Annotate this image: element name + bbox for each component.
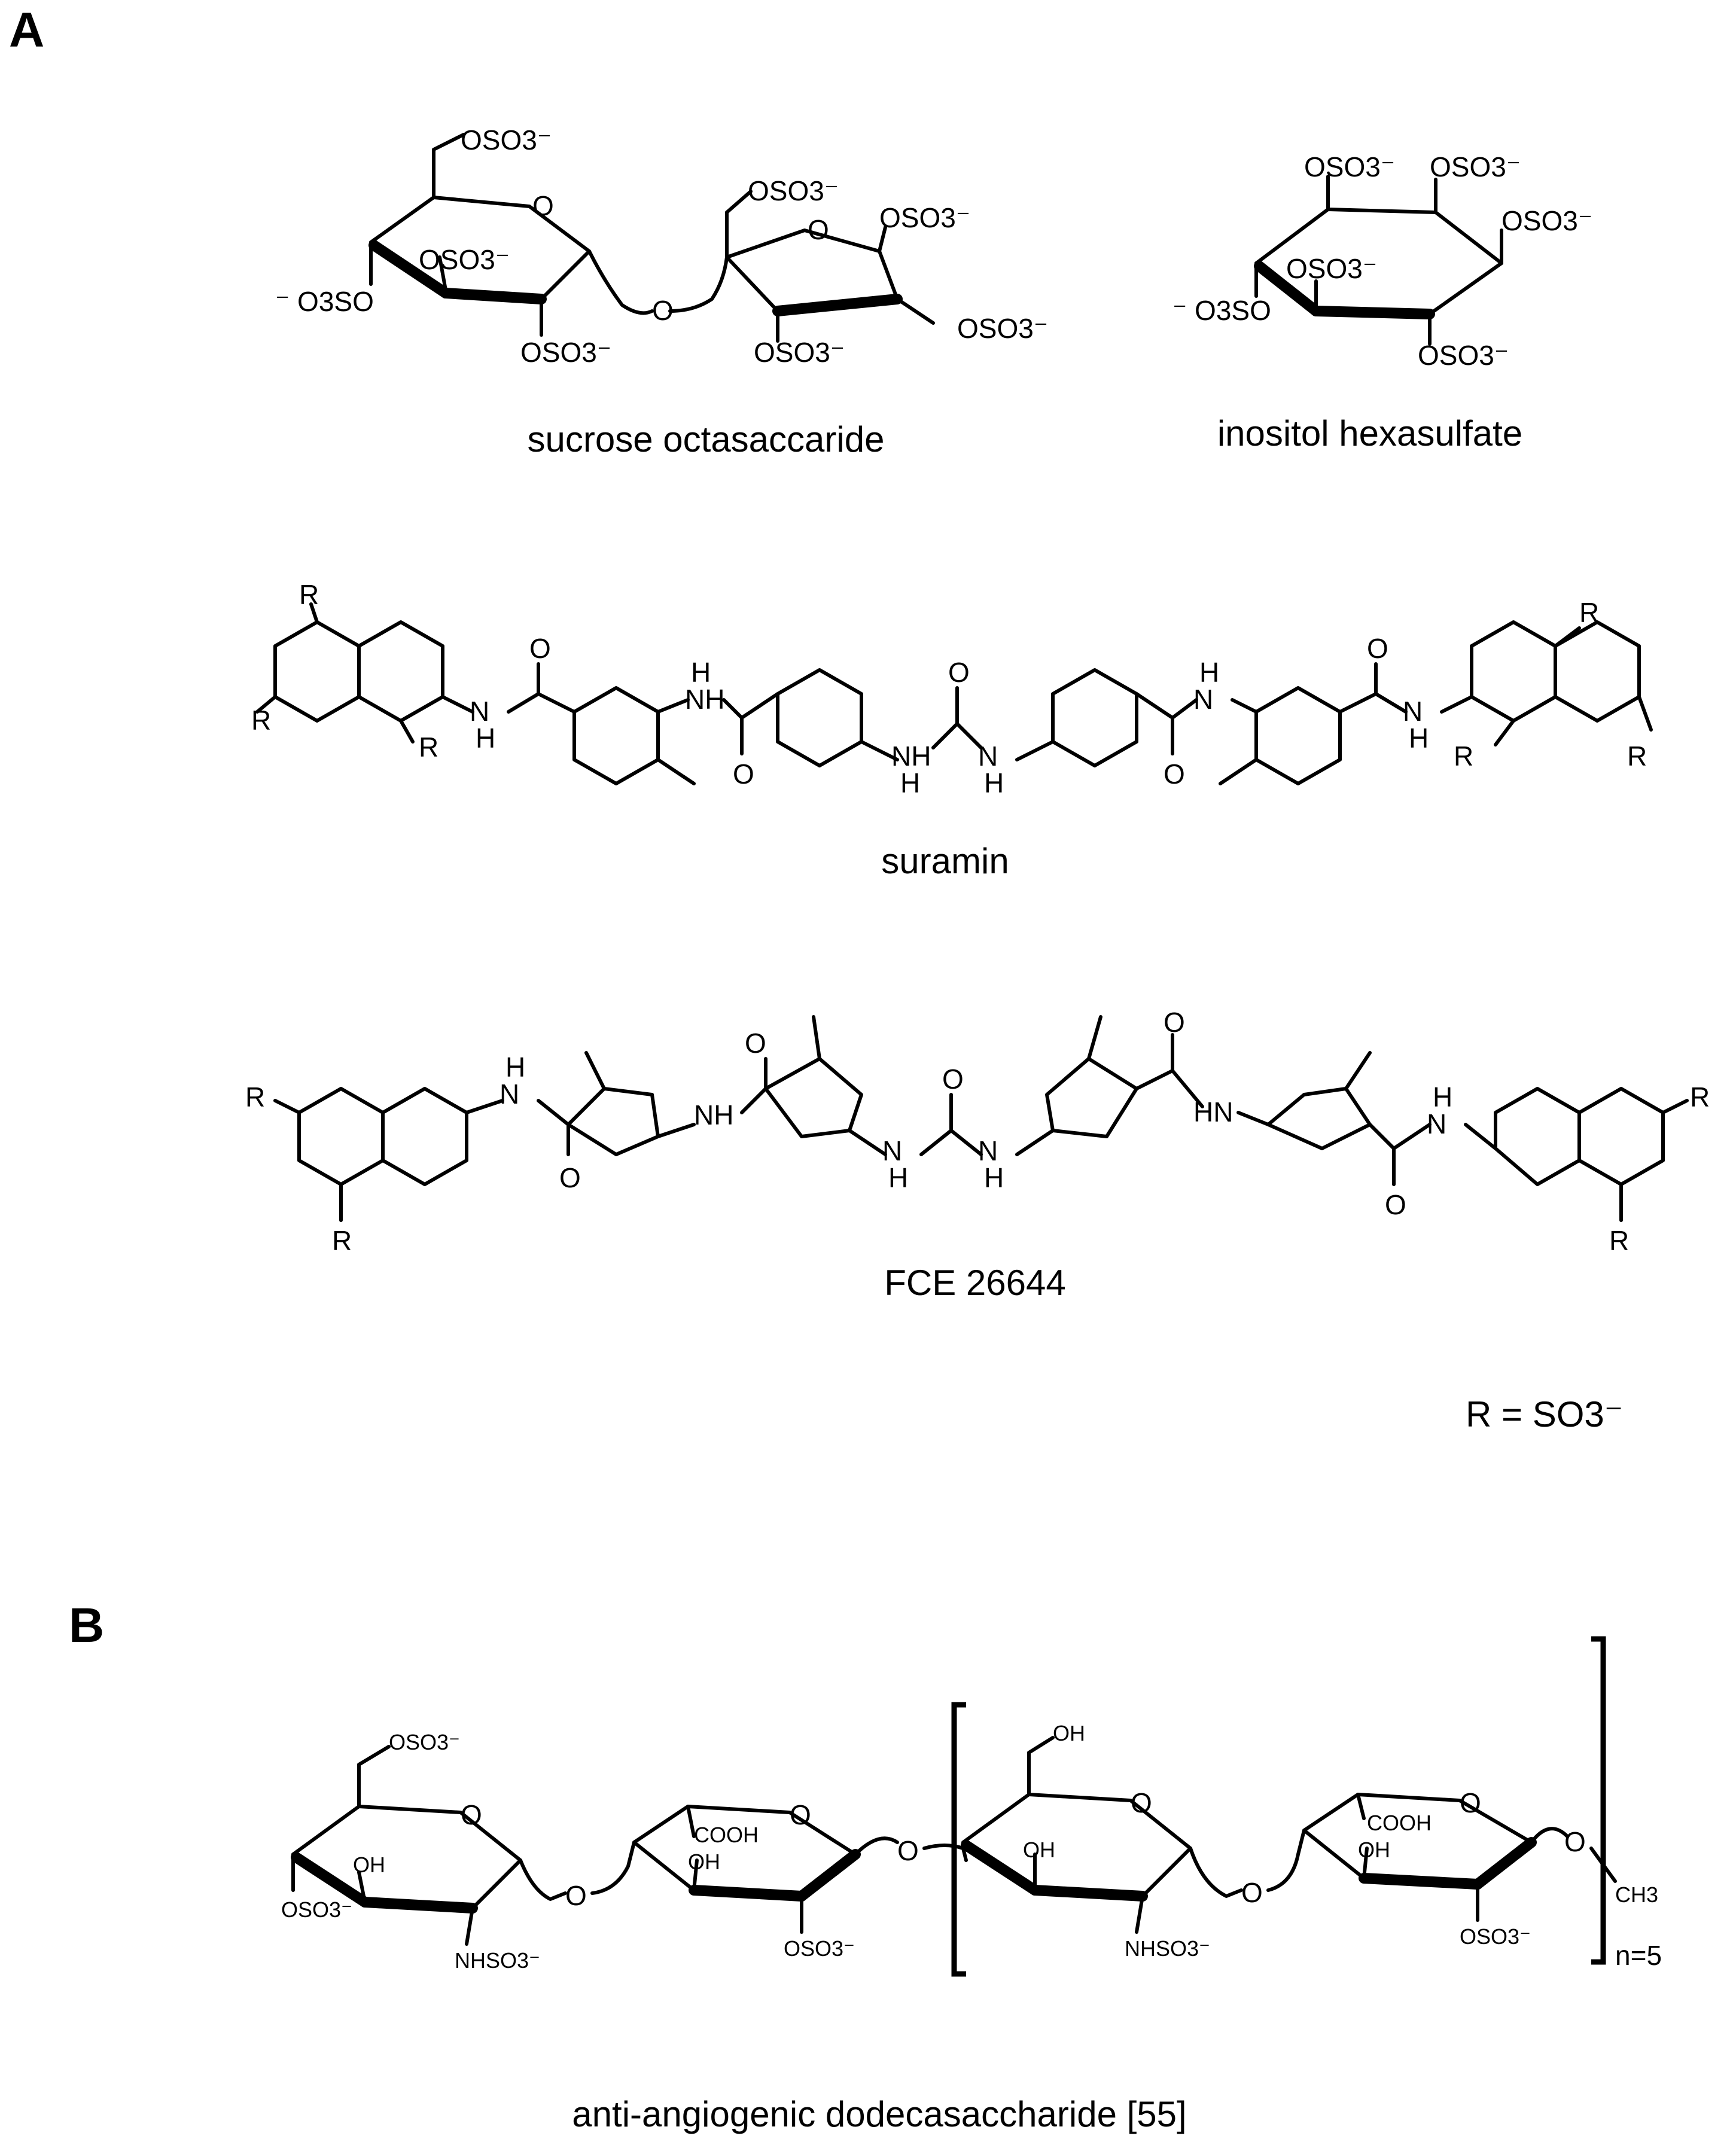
b-nhso3-2: NHSO3⁻ [1125, 1936, 1210, 1961]
sucrose-octasaccaride-structure: O O O OSO3⁻ ⁻ O3SO OSO3⁻ OSO3⁻ OSO3⁻ OSO… [275, 124, 1048, 368]
suramin-o-4: O [1367, 633, 1388, 664]
suramin-nh-4: N [978, 741, 998, 772]
b-ch3: CH3 [1615, 1882, 1658, 1907]
fce-o-1: O [559, 1162, 581, 1193]
suramin-r-1: R [299, 579, 319, 610]
suramin-nh-5: N [1193, 684, 1213, 715]
sucrose-oso3-3prime: OSO3⁻ [754, 337, 845, 368]
fce-r-1: R [245, 1081, 265, 1113]
suramin-r-6: R [1627, 741, 1647, 772]
suramin-r-5: R [1454, 741, 1473, 772]
b-oso3-2: OSO3⁻ [281, 1897, 352, 1922]
suramin-h-3: H [900, 767, 920, 799]
fce-o-4: O [1385, 1189, 1406, 1220]
b-oh-3: OH [1053, 1721, 1085, 1745]
inositol-oso3-d: OSO3⁻ [1286, 253, 1377, 284]
fce-r-3: R [1690, 1081, 1710, 1113]
glucose-ring-oxygen: O [532, 190, 554, 221]
sucrose-oso3-6prime: OSO3⁻ [748, 175, 839, 206]
fce-h-3: H [888, 1162, 908, 1193]
suramin-nh-3: NH [891, 741, 931, 772]
sucrose-octasaccaride-caption: sucrose octasaccaride [528, 419, 885, 459]
fce-r-4: R [1609, 1225, 1629, 1256]
suramin-o-3: O [1164, 758, 1185, 790]
b-link-o-4: O [1564, 1826, 1586, 1857]
sucrose-oso3-1prime: OSO3⁻ [879, 202, 970, 233]
glycosidic-oxygen: O [652, 295, 674, 326]
fce-nh-3: N [882, 1135, 902, 1166]
fce-nh-2: NH [694, 1099, 733, 1131]
fructose-ring-oxygen: O [808, 214, 829, 245]
suramin-nh-6: N [1403, 696, 1423, 727]
b-oso3-3: OSO3⁻ [784, 1936, 855, 1961]
suramin-h-5: H [1199, 657, 1219, 688]
suramin-o-1: O [529, 633, 551, 664]
b-link-o-3: O [1241, 1877, 1263, 1908]
b-oh-2: OH [688, 1850, 720, 1874]
panel-label-a: A [9, 3, 44, 57]
inositol-oso3-a: OSO3⁻ [1304, 151, 1395, 182]
suramin-h-2: H [691, 657, 711, 688]
suramin-structure [255, 602, 1653, 785]
fce-r-2: R [332, 1225, 352, 1256]
r-definition: R = SO3⁻ [1466, 1394, 1623, 1434]
inositol-hexasulfate-structure [1254, 175, 1503, 346]
b-ring-o-1: O [461, 1799, 482, 1830]
b-cooh-2: COOH [1367, 1811, 1432, 1835]
b-ring-o-3: O [1131, 1787, 1152, 1818]
fce-h-1: H [505, 1052, 525, 1083]
suramin-h-4: H [984, 767, 1004, 799]
inositol-oso3-e: ⁻ O3SO [1172, 295, 1271, 326]
b-oso3-1: OSO3⁻ [389, 1730, 460, 1754]
dodecasaccharide-caption: anti-angiogenic dodecasaccharide [55] [572, 2094, 1186, 2134]
suramin-r-4: R [1579, 597, 1599, 628]
b-oh-1: OH [353, 1852, 385, 1877]
fce-hn-5: HN [1193, 1096, 1233, 1128]
b-link-o-1: O [565, 1880, 587, 1911]
fce-o-3: O [1164, 1007, 1185, 1038]
dodecasaccharide-structure [291, 1636, 1617, 1977]
fce-nh-1: N [500, 1078, 519, 1110]
b-oso3-4: OSO3⁻ [1460, 1924, 1531, 1949]
suramin-o-urea: O [948, 657, 970, 688]
fce-26644-structure [273, 1015, 1689, 1222]
suramin-o-2: O [733, 758, 754, 790]
fce-nh-4: N [978, 1135, 998, 1166]
suramin-nh-1: N [470, 696, 489, 727]
b-oh-4: OH [1023, 1838, 1055, 1862]
b-ring-o-4: O [1460, 1787, 1481, 1818]
b-ring-o-2: O [790, 1799, 811, 1830]
b-link-o-2: O [897, 1835, 919, 1866]
b-oh-5: OH [1358, 1838, 1390, 1862]
inositol-oso3-c: OSO3⁻ [1502, 205, 1592, 236]
sucrose-oso3-6: OSO3⁻ [461, 124, 552, 156]
fce-26644-caption: FCE 26644 [884, 1263, 1066, 1303]
fce-o-urea: O [942, 1064, 964, 1095]
b-cooh-1: COOH [694, 1823, 759, 1847]
inositol-hexasulfate-caption: inositol hexasulfate [1217, 413, 1522, 453]
fce-h-4: H [984, 1162, 1004, 1193]
suramin-h-6: H [1409, 723, 1429, 754]
fce-o-2: O [745, 1028, 766, 1059]
b-repeat-n: n=5 [1615, 1940, 1662, 1971]
panel-label-b: B [69, 1598, 104, 1653]
fce-h-6: H [1433, 1081, 1452, 1113]
suramin-h-1: H [476, 723, 495, 754]
fce-nh-6: N [1427, 1108, 1446, 1139]
sucrose-oso3-3: OSO3⁻ [419, 244, 510, 275]
inositol-oso3-f: OSO3⁻ [1418, 340, 1509, 371]
suramin-r-3: R [419, 732, 438, 763]
b-nhso3-1: NHSO3⁻ [455, 1948, 540, 1973]
sucrose-oso3-2: OSO3⁻ [520, 337, 611, 368]
suramin-nh-2: NH [685, 684, 724, 715]
sucrose-oso3-4: ⁻ O3SO [275, 286, 374, 317]
sucrose-oso3-4prime: OSO3⁻ [957, 313, 1048, 344]
suramin-r-2: R [251, 705, 271, 736]
inositol-oso3-b: OSO3⁻ [1430, 151, 1521, 182]
suramin-caption: suramin [881, 841, 1009, 881]
